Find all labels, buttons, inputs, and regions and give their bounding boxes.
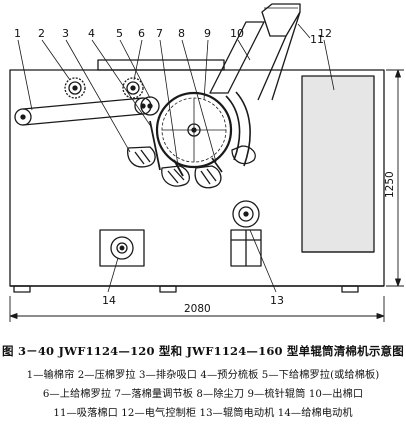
top-cover (97, 59, 225, 71)
width-dimension-line (9, 296, 385, 322)
height-dimension-line (386, 69, 404, 287)
width-dimension-label: 2080 (184, 303, 211, 315)
callout-12: 12 (318, 27, 332, 40)
callout-10: 10 (230, 27, 244, 40)
lower-feed-roller (140, 96, 160, 116)
dust-knife (211, 157, 223, 173)
callout-11: 11 (310, 33, 324, 46)
figure-caption-title: 图 3－40 JWF1124—120 型和 JWF1124—160 型单辊筒清棉… (2, 344, 404, 358)
waste-suction-ports (127, 145, 256, 189)
pre-opening-plate (149, 120, 161, 171)
feed-lattice (14, 97, 152, 126)
cotton-outlet-duct (209, 21, 265, 167)
callout-8: 8 (178, 27, 185, 40)
callout-7: 7 (156, 27, 163, 40)
machine-diagram: 1 2 3 4 5 6 7 8 9 10 11 12 13 14 2080 12… (9, 3, 404, 322)
callout-6: 6 (138, 27, 145, 40)
height-dimension-label: 1250 (384, 171, 396, 198)
feed-motor (99, 229, 145, 267)
callout-1: 1 (14, 27, 21, 40)
upper-feed-roller (122, 77, 144, 99)
leader-lines (17, 23, 335, 293)
caption-legend-line-3: 11—吸落棉口 12—电气控制柜 13—辊筒电动机 14—给棉电动机 (53, 408, 353, 419)
spiked-cylinder (155, 91, 233, 169)
waste-suction-duct (257, 3, 301, 101)
callout-13: 13 (270, 294, 284, 307)
electric-control-cabinet (301, 75, 375, 253)
waste-adjusting-plate (173, 159, 184, 177)
caption-legend-line-2: 6—上给棉罗拉 7—落棉量调节板 8—除尘刀 9—梳针辊筒 10—出棉口 (42, 389, 364, 400)
machine-foot-left (13, 285, 31, 293)
callout-3: 3 (62, 27, 69, 40)
callout-9: 9 (204, 27, 211, 40)
callout-4: 4 (88, 27, 95, 40)
callout-14: 14 (102, 294, 116, 307)
callout-2: 2 (38, 27, 45, 40)
callout-5: 5 (116, 27, 123, 40)
machine-foot-right (341, 285, 359, 293)
machine-foot-center (159, 285, 177, 293)
cylinder-motor (230, 200, 262, 267)
caption-legend-line-1: 1—输棉帘 2—压棉罗拉 3—排杂吸口 4—预分梳板 5—下给棉罗拉(或给棉板) (26, 370, 380, 381)
pressing-roller (64, 77, 86, 99)
